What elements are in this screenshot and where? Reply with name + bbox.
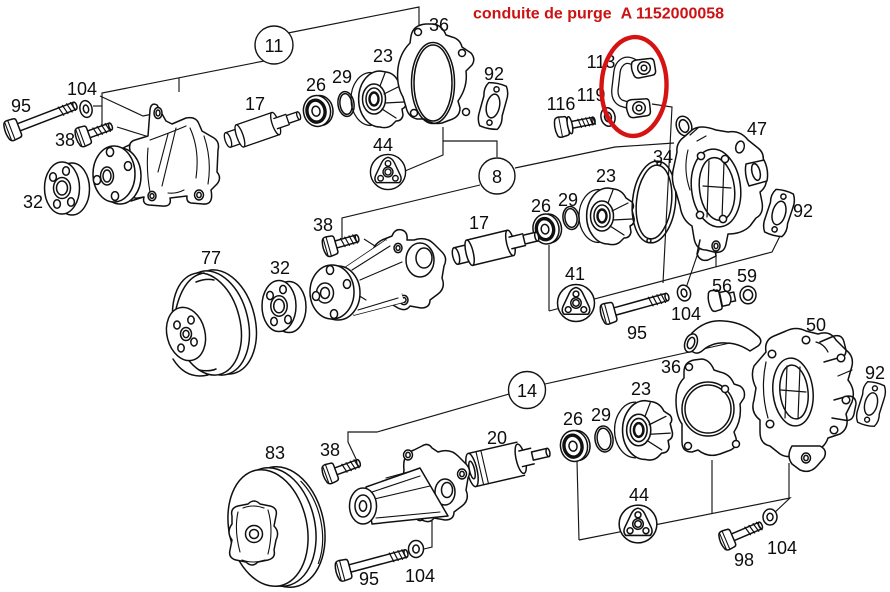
svg-text:44: 44: [373, 135, 393, 155]
svg-text:23: 23: [631, 379, 651, 399]
svg-text:104: 104: [671, 304, 701, 324]
svg-text:conduite de purge A 115200005: conduite de purge A 1152000058: [473, 6, 724, 23]
svg-text:14: 14: [517, 381, 537, 401]
svg-text:83: 83: [265, 443, 285, 463]
svg-text:17: 17: [469, 213, 489, 233]
svg-text:34: 34: [653, 147, 673, 167]
svg-text:23: 23: [373, 46, 393, 66]
svg-text:95: 95: [359, 569, 379, 589]
svg-text:36: 36: [429, 15, 449, 35]
svg-text:104: 104: [405, 566, 435, 586]
svg-text:56: 56: [712, 276, 732, 296]
svg-text:95: 95: [11, 96, 31, 116]
svg-text:11: 11: [265, 36, 284, 56]
svg-text:26: 26: [306, 75, 326, 95]
svg-text:44: 44: [629, 485, 649, 505]
svg-text:29: 29: [558, 190, 578, 210]
svg-text:47: 47: [747, 119, 767, 139]
svg-text:36: 36: [661, 357, 681, 377]
svg-text:92: 92: [484, 64, 504, 84]
svg-text:59: 59: [737, 266, 757, 286]
svg-text:116: 116: [547, 94, 576, 114]
svg-text:23: 23: [596, 166, 616, 186]
svg-text:50: 50: [806, 315, 826, 335]
svg-text:20: 20: [487, 428, 507, 448]
svg-text:17: 17: [245, 94, 265, 114]
svg-text:38: 38: [313, 215, 333, 235]
svg-text:98: 98: [734, 550, 754, 570]
svg-text:38: 38: [320, 440, 340, 460]
svg-text:26: 26: [531, 196, 551, 216]
svg-text:38: 38: [55, 130, 75, 150]
svg-text:29: 29: [332, 67, 352, 87]
svg-text:77: 77: [201, 248, 221, 268]
svg-text:95: 95: [627, 323, 647, 343]
svg-text:92: 92: [793, 201, 813, 221]
svg-text:26: 26: [563, 409, 583, 429]
svg-text:119: 119: [577, 85, 606, 105]
svg-text:8: 8: [492, 167, 502, 187]
svg-text:32: 32: [23, 192, 43, 212]
svg-text:92: 92: [865, 363, 885, 383]
svg-text:41: 41: [565, 264, 585, 284]
svg-text:104: 104: [767, 538, 797, 558]
svg-text:32: 32: [270, 258, 290, 278]
svg-text:29: 29: [591, 405, 611, 425]
svg-text:104: 104: [67, 79, 97, 99]
